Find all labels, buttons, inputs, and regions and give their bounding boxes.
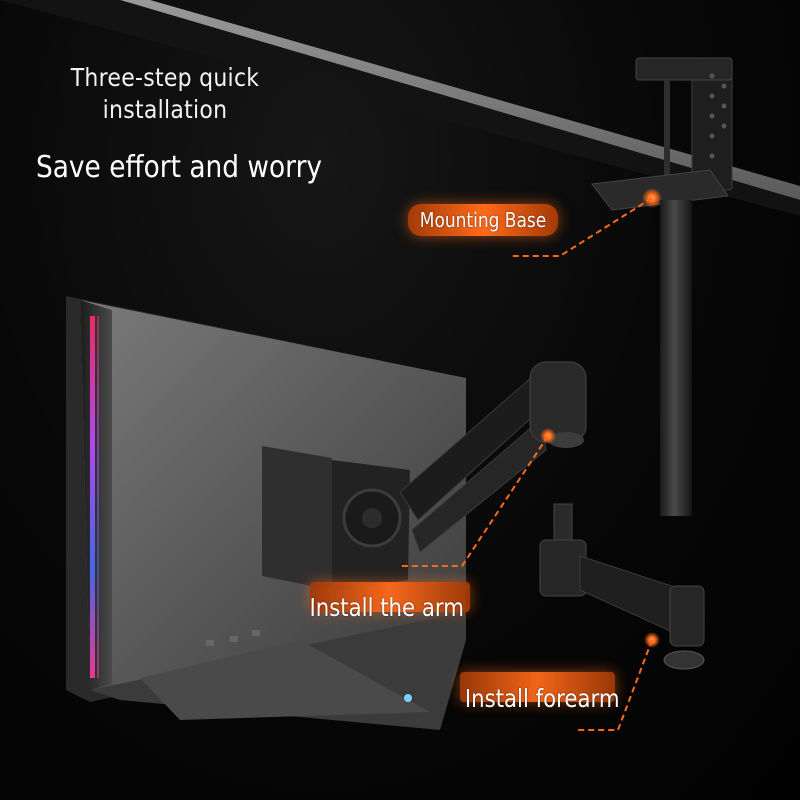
callout-mounting-base: Mounting Base — [408, 202, 558, 238]
callout-highlight — [408, 204, 558, 236]
power-led — [404, 694, 412, 702]
desk-surface — [0, 0, 800, 216]
monitor-arm — [399, 361, 587, 553]
monitor — [66, 296, 466, 730]
callout-install-forearm: Install forearm — [452, 672, 624, 722]
callout-label-mounting-base: Mounting Base — [419, 208, 547, 232]
callout-leader-lines — [400, 197, 653, 731]
callout-highlight — [310, 582, 470, 612]
mounting-pole — [660, 200, 692, 516]
callout-label-install-arm: Install the arm — [309, 593, 464, 622]
headline: Three-step quick installation — [20, 62, 310, 126]
callout-install-arm: Install the arm — [296, 582, 476, 632]
monitor-forearm — [539, 503, 705, 670]
subhead: Save effort and worry — [36, 150, 323, 185]
rgb-light-strip — [90, 316, 95, 678]
callout-label-install-forearm: Install forearm — [464, 684, 620, 713]
headline-text: Three-step quick installation — [70, 63, 260, 124]
callout-highlight — [460, 672, 615, 702]
